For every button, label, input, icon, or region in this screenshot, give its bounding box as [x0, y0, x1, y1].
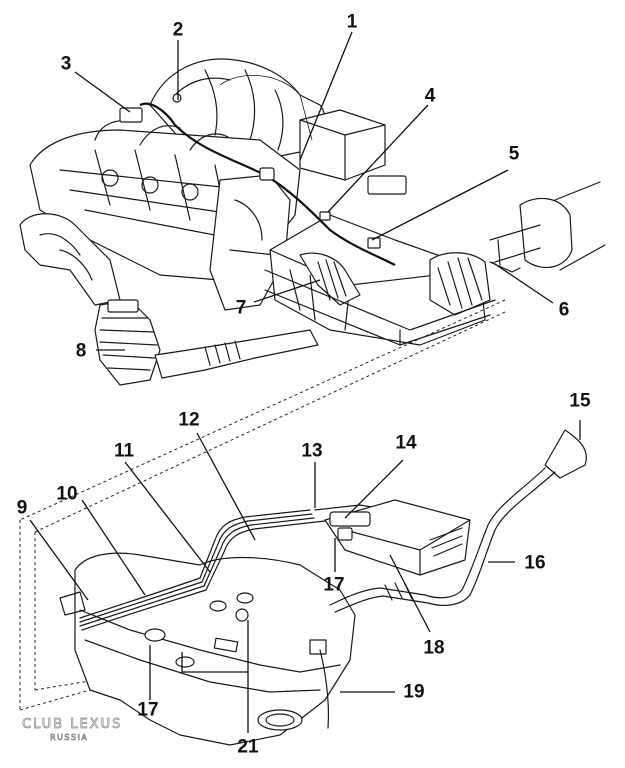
callout-11: 11: [113, 440, 135, 462]
callout-17-canister: 17: [323, 574, 345, 596]
callout-14: 14: [395, 432, 417, 454]
watermark-subtitle: RUSSIA: [50, 733, 89, 742]
fuel-system-assembly: [19, 429, 587, 746]
callout-2: 2: [172, 19, 184, 41]
callout-21: 21: [237, 736, 259, 758]
callout-10: 10: [56, 483, 78, 505]
watermark-logo: CLUB LEXUS RUSSIA: [22, 718, 122, 742]
engine-assembly: [19, 58, 606, 533]
callout-4: 4: [424, 85, 436, 107]
callout-9: 9: [16, 497, 28, 519]
callout-17-tank: 17: [137, 699, 159, 721]
callout-12: 12: [178, 409, 200, 431]
leader-lines: [29, 31, 581, 733]
watermark-title: CLUB LEXUS: [22, 717, 123, 732]
callout-5: 5: [508, 143, 520, 165]
callout-8: 8: [75, 340, 87, 362]
callout-7: 7: [235, 297, 247, 319]
callout-13: 13: [301, 440, 323, 462]
callout-19: 19: [403, 681, 425, 703]
callout-15: 15: [569, 390, 591, 412]
callout-16: 16: [524, 552, 546, 574]
callout-6: 6: [558, 299, 570, 321]
callout-3: 3: [60, 53, 72, 75]
callout-18: 18: [423, 637, 445, 659]
callout-1: 1: [346, 11, 358, 33]
